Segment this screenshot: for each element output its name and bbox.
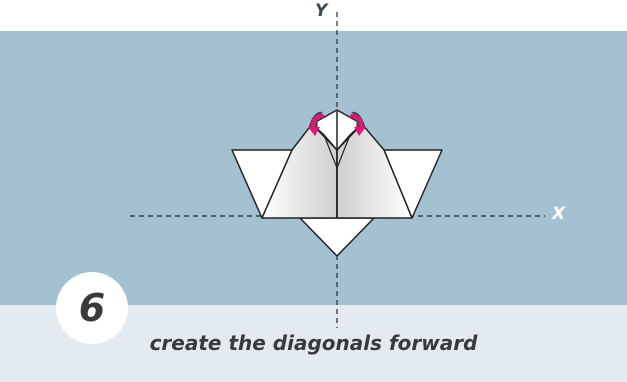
step-number: 6	[78, 286, 106, 330]
bottom-point	[299, 217, 375, 257]
curved-arrow-icon	[350, 114, 366, 136]
x-axis-label: X	[552, 204, 566, 224]
inner-crease	[323, 134, 351, 170]
y-axis-label: Y	[315, 1, 328, 21]
step-badge: 6	[56, 272, 128, 344]
curved-arrow-icon	[308, 114, 324, 136]
step-caption: create the diagonals forward	[149, 331, 478, 355]
